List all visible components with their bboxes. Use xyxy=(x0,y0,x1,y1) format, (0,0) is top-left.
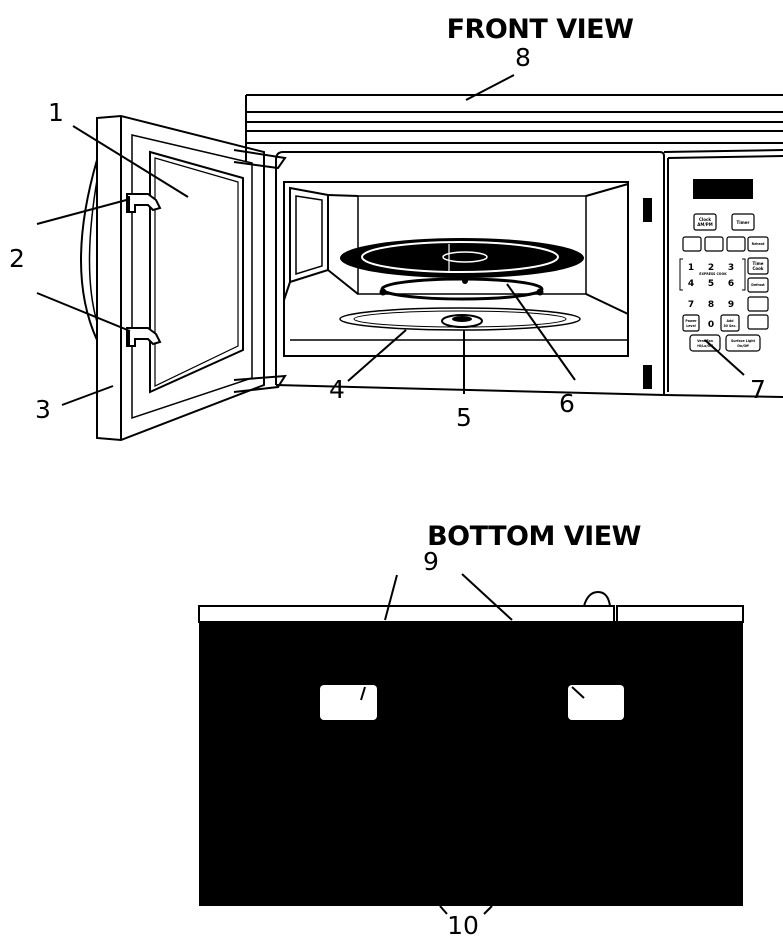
add-30-button[interactable] xyxy=(720,314,740,332)
add-30-label-2: 30 Sec. xyxy=(723,324,736,328)
door-latches xyxy=(126,193,162,347)
callout-10: 10 xyxy=(447,911,479,937)
front-leader-lines xyxy=(36,74,745,406)
leader-9a xyxy=(384,574,398,621)
callout-3: 3 xyxy=(35,395,51,424)
blank-button-4[interactable] xyxy=(747,296,769,312)
time-cook-button[interactable] xyxy=(747,257,769,275)
leader-6 xyxy=(506,283,576,381)
blank-button-1[interactable] xyxy=(682,236,702,252)
time-cook-label-1: Time xyxy=(753,261,764,266)
clock-label-2: AM/PM xyxy=(697,222,712,227)
vent-fan-label-2: Hi/Lo/Off xyxy=(697,344,713,348)
callout-6: 6 xyxy=(559,389,575,418)
cavity-floor xyxy=(339,307,581,331)
microwave-door xyxy=(80,114,287,442)
digit-3: 3 xyxy=(728,263,734,273)
oven-cavity xyxy=(283,181,629,357)
digit-6: 6 xyxy=(728,279,734,289)
add-30-label-1: Add xyxy=(726,319,734,323)
time-cook-label-2: Cook xyxy=(752,266,763,271)
digit-8: 8 xyxy=(708,300,714,310)
leader-8 xyxy=(465,74,515,101)
callout-4: 4 xyxy=(329,375,345,404)
surface-light-label-2: On/Off xyxy=(737,344,749,348)
glass-turntable xyxy=(340,238,584,278)
digit-5: 5 xyxy=(708,279,714,289)
leader-7 xyxy=(704,339,745,376)
power-level-label-1: Power xyxy=(685,319,697,323)
clock-button[interactable] xyxy=(693,213,717,231)
blank-button-5[interactable] xyxy=(747,314,769,330)
blank-button-2[interactable] xyxy=(704,236,724,252)
defrost-button[interactable] xyxy=(747,277,769,293)
callout-5: 5 xyxy=(456,403,472,432)
timer-label: Timer xyxy=(737,220,750,225)
light-pointer-ticks xyxy=(360,686,585,701)
digit-1: 1 xyxy=(688,263,694,273)
reheat-label: Reheat xyxy=(752,242,765,246)
control-panel: Clock AM/PM Timer Reheat Time Cook Defro… xyxy=(679,179,769,352)
reheat-button[interactable] xyxy=(747,236,769,252)
digit-0: 0 xyxy=(708,320,714,330)
roller-ring xyxy=(379,277,544,301)
digit-9: 9 xyxy=(728,300,734,310)
callout-8: 8 xyxy=(515,43,531,72)
leader-2b xyxy=(36,292,131,332)
front-view-heading: FRONT VIEW xyxy=(447,14,634,45)
blank-button-3[interactable] xyxy=(726,236,746,252)
leader-4 xyxy=(347,329,407,382)
bottom-view-heading: BOTTOM VIEW xyxy=(427,521,641,552)
digit-2: 2 xyxy=(708,263,714,273)
leader-1 xyxy=(72,125,189,198)
callout-9: 9 xyxy=(423,547,439,576)
digit-7: 7 xyxy=(688,300,694,310)
callout-2: 2 xyxy=(9,244,25,273)
callout-1: 1 xyxy=(48,98,64,127)
leader-10a xyxy=(439,905,448,915)
express-cook-bracket xyxy=(679,258,746,291)
microwave-cabinet xyxy=(245,94,783,398)
express-cook-label: EXPRESS COOK xyxy=(699,272,727,276)
digit-4: 4 xyxy=(688,279,694,289)
door-latch-slots xyxy=(643,198,652,389)
leader-3 xyxy=(61,385,114,406)
power-level-button[interactable] xyxy=(682,314,700,332)
bottom-leader-lines xyxy=(384,573,513,915)
display-window xyxy=(693,179,753,199)
timer-button[interactable] xyxy=(731,213,755,231)
cooktop-light-left xyxy=(320,685,377,720)
leader-9b xyxy=(461,573,513,621)
surface-light-button[interactable] xyxy=(725,334,761,352)
defrost-label: Defrost xyxy=(751,283,765,287)
leader-2a xyxy=(36,198,131,225)
surface-light-label-1: Surface Light xyxy=(731,339,756,343)
power-level-label-2: Level xyxy=(686,324,696,328)
clock-label-1: Clock xyxy=(699,217,711,222)
bottom-panel xyxy=(199,621,743,906)
leader-10b xyxy=(483,905,493,915)
cooktop-light-right xyxy=(568,685,624,720)
callout-7: 7 xyxy=(750,375,766,404)
bottom-view-unit xyxy=(198,590,744,906)
